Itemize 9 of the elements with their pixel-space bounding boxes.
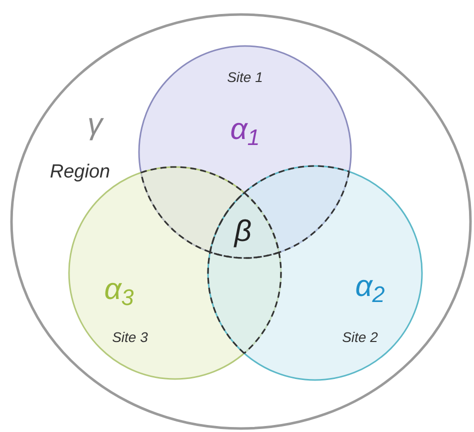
site-label: Site 3 <box>112 330 148 344</box>
gamma-symbol: γ <box>88 110 102 140</box>
beta-symbol: β <box>234 217 252 247</box>
alpha-symbol: α$_{1}$ <box>230 115 260 145</box>
site-label: Site 2 <box>342 330 378 344</box>
alpha-symbol: α$_{2}$ <box>355 272 385 302</box>
region-label: Region <box>50 162 110 182</box>
alpha-symbol: α$_{3}$ <box>104 275 134 305</box>
site-label: Site 1 <box>227 70 263 84</box>
